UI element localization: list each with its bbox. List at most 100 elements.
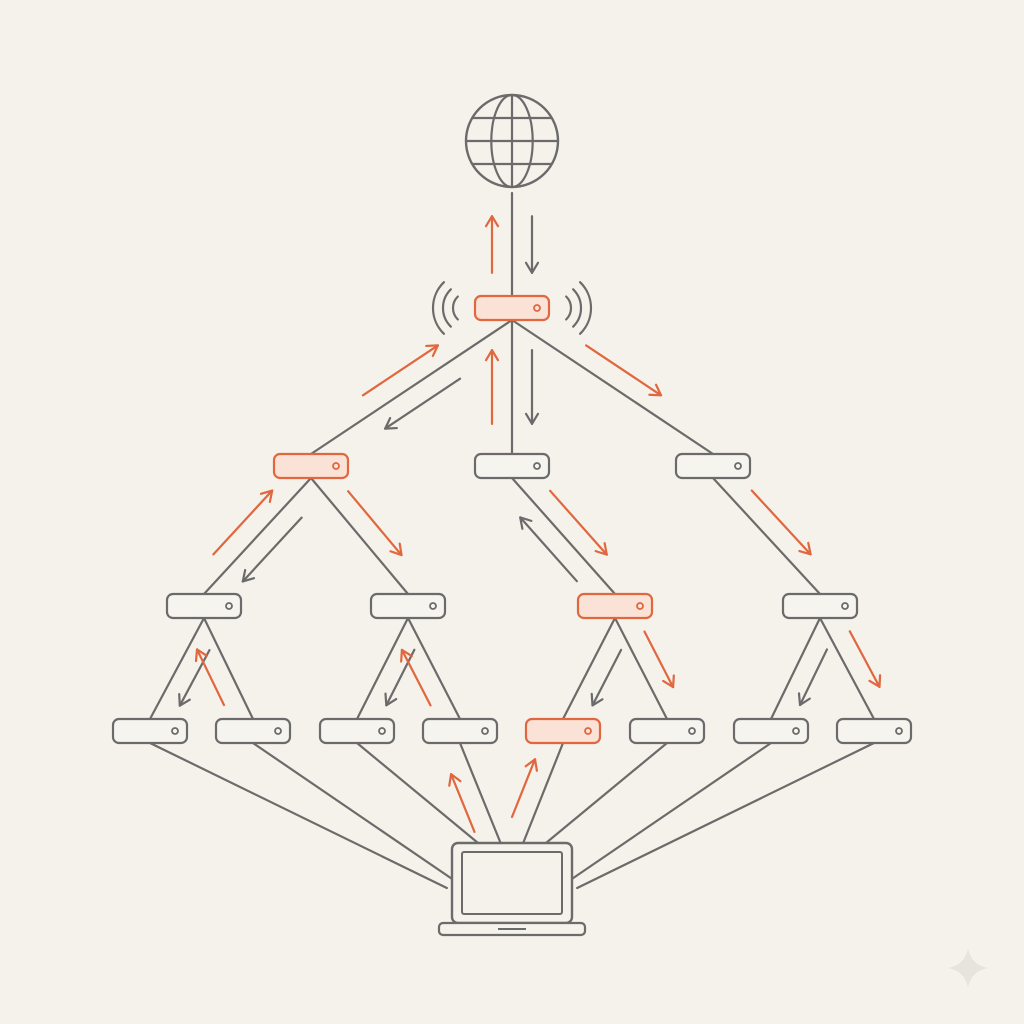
node-box-l3-1 (111, 717, 189, 745)
link-l2-3-to-l3-6 (613, 616, 669, 721)
node-box-gateway (473, 294, 551, 322)
arrow-down-gateway-l1-left-1 (384, 377, 462, 430)
switch-icon-l3-8 (835, 717, 913, 745)
link-l1-right-to-l2-4 (711, 476, 822, 596)
status-led-l1-right (734, 462, 742, 470)
status-led-l3-7 (792, 727, 800, 735)
node-box-l3-3 (318, 717, 396, 745)
arrow-up-l2-2-l3-4-1 (400, 648, 432, 707)
arrow-down-l2-3-l3-6-1 (643, 630, 675, 689)
node-box-l3-6 (628, 717, 706, 745)
status-led-l1-mid (533, 462, 541, 470)
switch-icon-l3-5 (524, 717, 602, 745)
switch-icon-l3-7 (732, 717, 810, 745)
switch-icon-l3-1 (111, 717, 189, 745)
status-led-l3-5 (584, 727, 592, 735)
status-led-l3-6 (688, 727, 696, 735)
link-l1-left-to-l2-2 (309, 476, 410, 596)
arrow-down-gateway-l1-right-1 (585, 344, 663, 397)
arrow-up-l1-left-l2-1-2 (212, 489, 274, 556)
status-led-l3-4 (481, 727, 489, 735)
switch-icon-l3-3 (318, 717, 396, 745)
wireless-signal-icon (431, 281, 593, 335)
link-l3-2-to-client (251, 741, 467, 890)
node-box-l1-right (674, 452, 752, 480)
link-l2-1-to-l3-1 (148, 616, 206, 721)
node-box-l3-4 (421, 717, 499, 745)
node-box-l3-7 (732, 717, 810, 745)
switch-icon-l2-1 (165, 592, 243, 620)
arrow-down-l1-left-l2-2-1 (347, 490, 403, 557)
status-led-l2-2 (429, 602, 437, 610)
link-l1-left-to-l2-1 (202, 476, 313, 596)
node-box-l3-2 (214, 717, 292, 745)
link-l1-mid-to-l2-3 (510, 476, 617, 596)
node-box-l3-5 (524, 717, 602, 745)
switch-icon-l2-3 (576, 592, 654, 620)
globe-icon-internet (464, 93, 560, 189)
arrow-down-internet-gateway-1 (524, 215, 540, 274)
link-l3-5-to-client (520, 741, 565, 850)
switch-icon-l1-left (272, 452, 350, 480)
status-led-l3-1 (171, 727, 179, 735)
arrow-down-l2-4-l3-7-1 (797, 648, 829, 707)
link-l3-3-to-client (355, 741, 486, 850)
arrow-up-l3-4-client-1 (448, 773, 476, 834)
arrow-down-l2-2-l3-3-1 (384, 648, 416, 707)
arrow-up-gateway-l1-left-2 (361, 344, 439, 397)
status-led-l3-2 (274, 727, 282, 735)
switch-icon-l1-mid (473, 452, 551, 480)
arrow-up-l2-1-l3-2-1 (194, 648, 226, 707)
link-l3-7-to-client (557, 741, 773, 890)
sparkle-icon (948, 948, 988, 988)
status-led-l3-3 (378, 727, 386, 735)
arrow-down-l1-left-l2-1-1 (241, 516, 303, 583)
arrow-down-gateway-l1-mid-1 (524, 349, 540, 425)
link-l3-6-to-client (538, 741, 669, 850)
link-l2-2-to-l3-3 (355, 616, 410, 721)
link-gateway-to-l1-left (309, 318, 514, 456)
switch-icon-l3-6 (628, 717, 706, 745)
node-box-l1-left (272, 452, 350, 480)
arrow-down-l2-1-l3-1-1 (178, 649, 211, 707)
status-led-l2-4 (841, 602, 849, 610)
link-l2-1-to-l3-2 (202, 616, 255, 721)
status-led-l2-3 (636, 602, 644, 610)
status-led-l2-1 (225, 602, 233, 610)
node-box-l2-2 (369, 592, 447, 620)
network-nodes (111, 93, 913, 937)
arrow-up-l3-5-client-1 (510, 758, 538, 819)
arrow-down-l2-3-l3-5-1 (590, 648, 623, 707)
node-box-l2-3 (576, 592, 654, 620)
traffic-arrows (178, 215, 882, 834)
switch-icon-l3-4 (421, 717, 499, 745)
router-icon-gateway (431, 281, 593, 335)
node-box-l1-mid (473, 452, 551, 480)
switch-icon-l2-2 (369, 592, 447, 620)
node-box-l3-8 (835, 717, 913, 745)
arrow-down-l1-mid-l2-3-2 (549, 489, 608, 556)
laptop-icon-client (437, 841, 587, 937)
node-box-l2-1 (165, 592, 243, 620)
switch-icon-l1-right (674, 452, 752, 480)
arrow-down-l1-right-l2-4-1 (750, 489, 812, 556)
connection-lines (148, 191, 876, 890)
node-box-l2-4 (781, 592, 859, 620)
arrow-up-internet-gateway-2 (484, 215, 500, 274)
link-l2-3-to-l3-5 (561, 616, 617, 721)
link-l2-2-to-l3-4 (406, 616, 462, 721)
status-led-l3-8 (895, 727, 903, 735)
arrow-up-gateway-l1-mid-2 (484, 349, 500, 425)
link-l2-4-to-l3-7 (769, 616, 822, 721)
link-l2-4-to-l3-8 (818, 616, 876, 721)
link-l3-4-to-client (458, 741, 504, 850)
arrow-down-l2-4-l3-8-1 (848, 630, 882, 688)
link-gateway-to-l1-right (510, 318, 715, 456)
link-l3-1-to-client (148, 741, 448, 890)
link-l3-8-to-client (576, 741, 876, 890)
switch-icon-l3-2 (214, 717, 292, 745)
switch-icon-l2-4 (781, 592, 859, 620)
status-led-l1-left (332, 462, 340, 470)
